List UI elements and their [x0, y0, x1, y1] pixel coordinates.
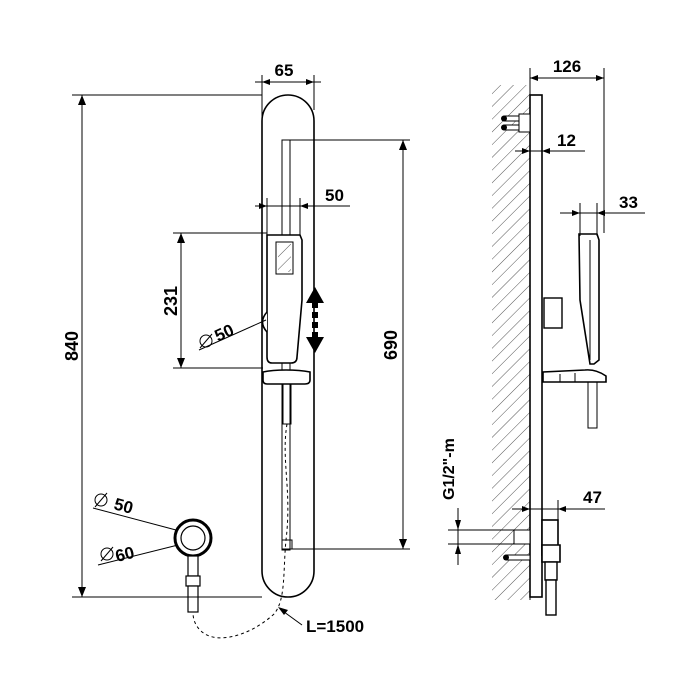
dim-33-label: 33: [619, 193, 638, 212]
dim-holder-label: 50: [212, 320, 237, 345]
thread-size-label: G1/2"-m: [441, 438, 458, 500]
wall-section: [492, 85, 530, 600]
dimension-hand-shower-width: 50: [255, 186, 350, 236]
side-slider-block: [543, 297, 563, 329]
side-view: 126 12 33 47: [441, 57, 645, 616]
top-wall-anchors: [501, 113, 531, 133]
dim-126-label: 126: [553, 57, 581, 76]
dimension-hand-shower-depth: 33: [560, 193, 645, 236]
dimension-total-depth: 126: [529, 57, 605, 233]
shower-holder: [262, 369, 311, 385]
side-hand-shower: [578, 233, 600, 365]
dimension-outlet-outer-diameter: 60: [97, 543, 179, 566]
slide-direction-arrow: [306, 287, 324, 353]
dim-690-label: 690: [381, 330, 401, 360]
hose-length-callout: L=1500: [278, 607, 364, 636]
hand-shower: [261, 234, 303, 364]
dimension-plate-thickness: 12: [515, 131, 585, 158]
dim-hose-label: L=1500: [306, 617, 364, 636]
dim-47-label: 47: [583, 488, 602, 507]
dim-12-label: 12: [557, 131, 576, 150]
dim-840-label: 840: [62, 331, 82, 361]
dimension-hand-shower-travel: 231: [161, 232, 267, 369]
side-hose-stem: [587, 381, 598, 429]
dim-65-label: 65: [275, 61, 294, 80]
dim-50-label: 50: [325, 186, 344, 205]
dim-231-label: 231: [161, 286, 181, 316]
front-view: 840 65 50 231: [62, 61, 410, 639]
hose-path: [192, 423, 289, 639]
bar-profile: [529, 94, 543, 598]
wall-outlet: [173, 518, 213, 613]
dimension-thread-size: G1/2"-m: [441, 438, 514, 565]
dimension-outlet-depth: 47: [512, 488, 605, 520]
dimension-outlet-inner-diameter: 50: [92, 492, 177, 531]
dim-outlet-inner-label: 50: [112, 495, 135, 518]
dimension-overall-height: 840: [62, 94, 262, 598]
dimension-bar-width: 65: [255, 61, 321, 130]
side-wall-outlet: [503, 519, 561, 616]
dimension-slide-rail-length: 690: [290, 139, 410, 550]
bottom-stop: [281, 539, 293, 550]
dim-outlet-outer-label: 60: [113, 543, 136, 566]
dimension-holder-diameter: 50: [198, 319, 267, 351]
